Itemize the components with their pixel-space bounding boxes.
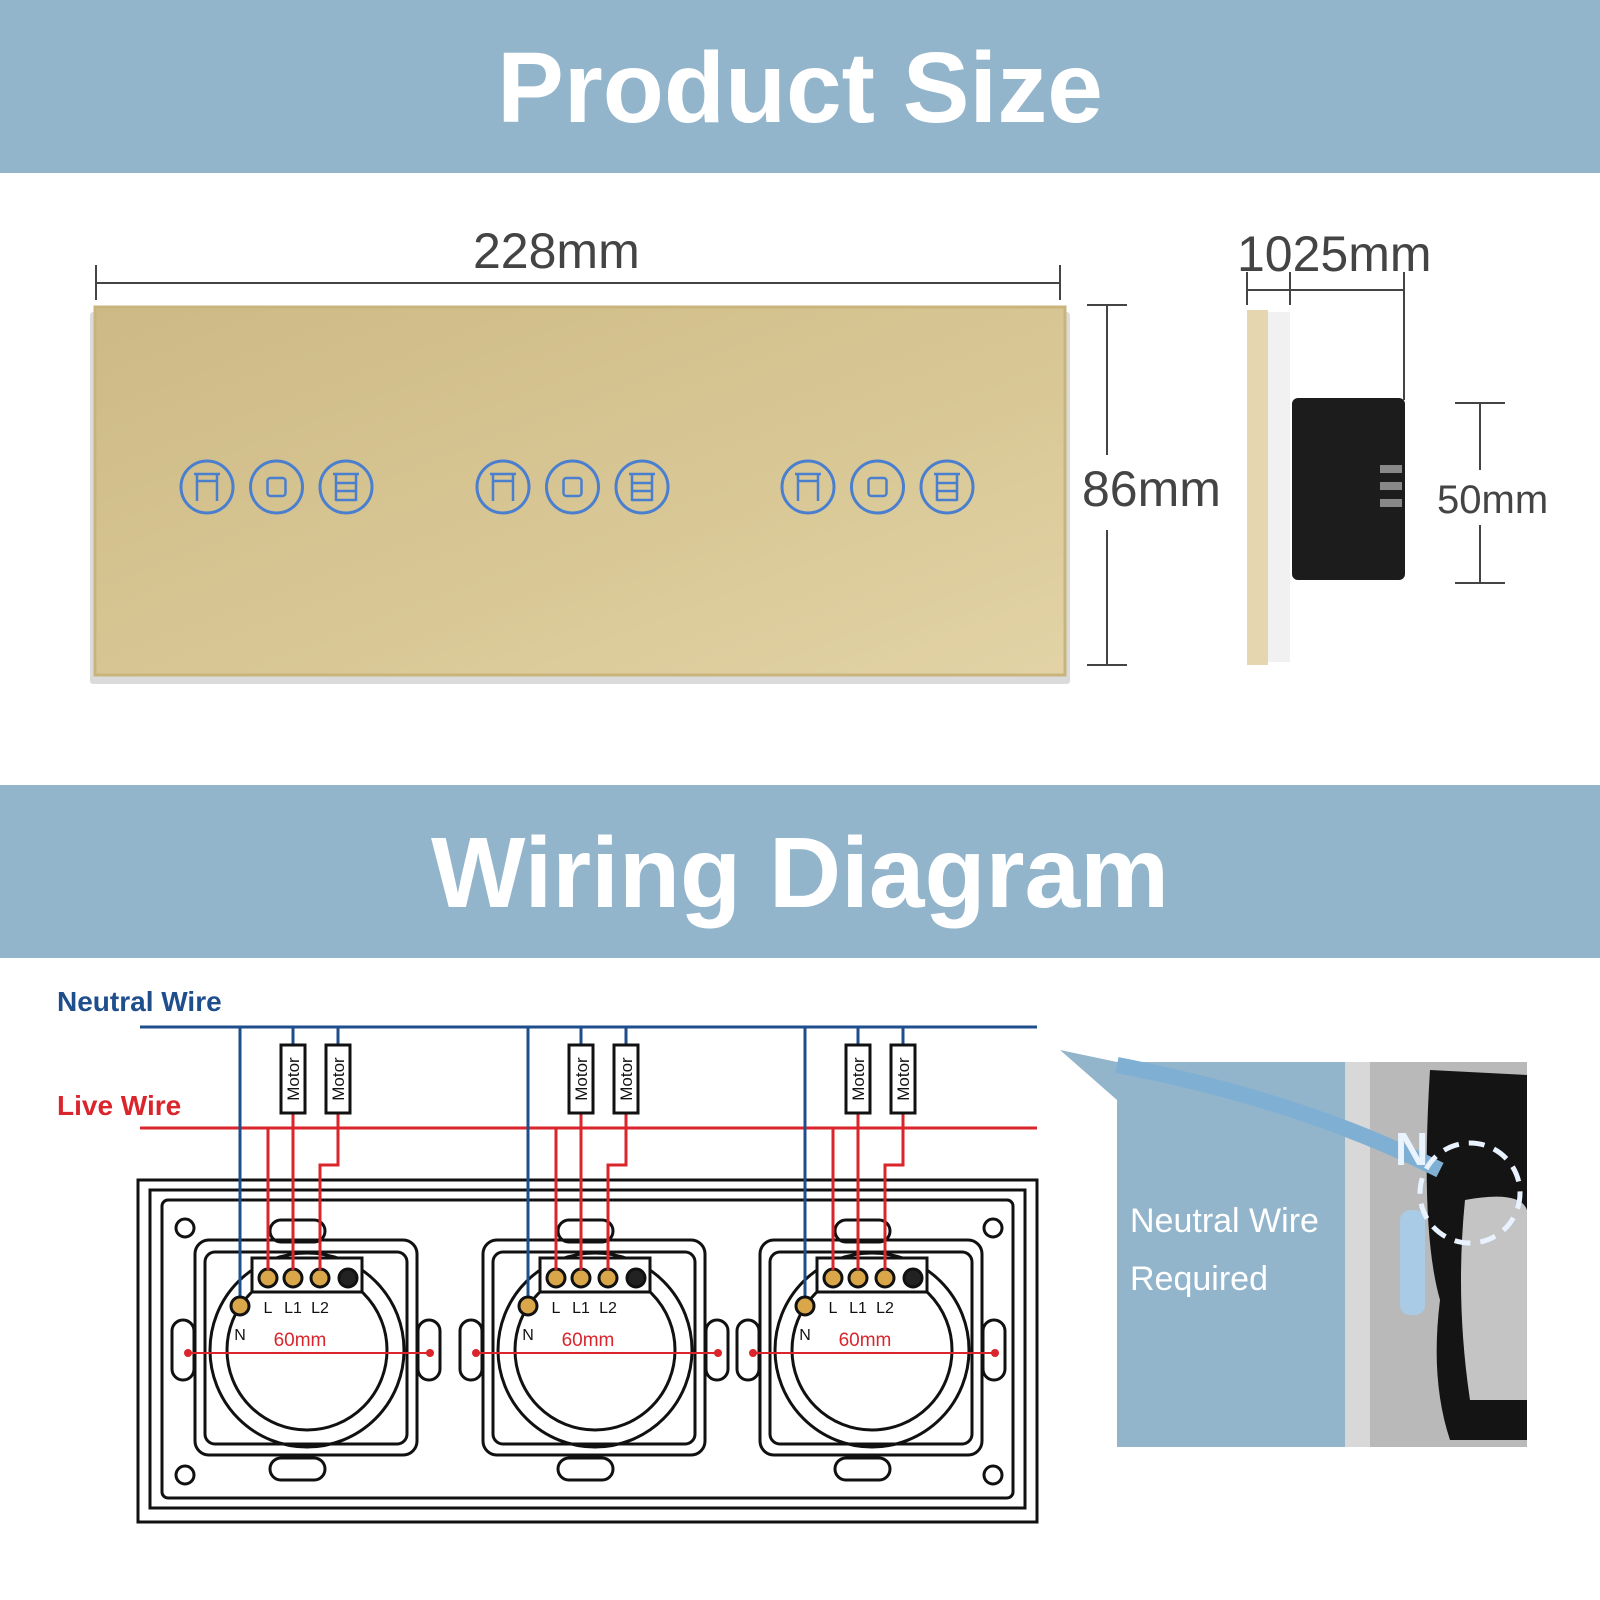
pause-icon — [867, 476, 888, 498]
terminal-l — [822, 1267, 844, 1289]
motor-label: Motor — [284, 1057, 303, 1101]
terminal-label: N — [234, 1327, 246, 1344]
terminal-screw — [902, 1267, 924, 1289]
terminal-l2 — [597, 1267, 619, 1289]
terminal-l1 — [282, 1267, 304, 1289]
terminal-n — [229, 1295, 251, 1317]
mounting-hole — [174, 1217, 196, 1239]
pause-icon — [562, 476, 583, 498]
wiring-diagram-title: Wiring Diagram — [430, 817, 1170, 929]
terminal-label: L2 — [311, 1300, 329, 1317]
motor-label: Motor — [617, 1057, 636, 1101]
triple-frame — [136, 1178, 1039, 1524]
curtain-close-icon — [934, 472, 960, 502]
terminal-label: L — [264, 1300, 273, 1317]
motor-label: Motor — [849, 1057, 868, 1101]
touch-button-pause[interactable] — [545, 459, 600, 515]
touch-button-curtain-close[interactable] — [919, 459, 975, 515]
touch-button-pause[interactable] — [249, 459, 304, 515]
motor-box: Motor — [567, 1043, 595, 1115]
motor-box: Motor — [889, 1043, 917, 1115]
curtain-close-icon — [629, 472, 655, 502]
motor-box: Motor — [324, 1043, 352, 1115]
terminal-label: L — [829, 1300, 838, 1317]
width-label: 228mm — [473, 223, 640, 279]
mounting-hole — [174, 1464, 196, 1486]
box-height-label: 50mm — [1437, 478, 1549, 522]
box-height-dimension-line — [1455, 402, 1505, 584]
curtain-open-icon — [795, 472, 821, 501]
wiring-diagram-header: Wiring Diagram — [0, 785, 1600, 958]
mounting-hole — [982, 1464, 1004, 1486]
terminal-label: L1 — [284, 1300, 302, 1317]
curtain-close-icon — [333, 472, 359, 502]
motor-box: Motor — [279, 1043, 307, 1115]
terminal-l2 — [309, 1267, 331, 1289]
motor-wire-l2 — [883, 1027, 905, 1270]
terminal-label: L2 — [876, 1300, 894, 1317]
side-frame — [1268, 312, 1290, 662]
terminal-n — [794, 1295, 816, 1317]
spacing-label: 60mm — [274, 1330, 327, 1351]
neutral-wire-photo — [1060, 1050, 1527, 1447]
touch-button-curtain-close[interactable] — [614, 459, 670, 515]
terminal-l2 — [874, 1267, 896, 1289]
touch-button-curtain-open[interactable] — [780, 459, 836, 515]
touch-button-curtain-open[interactable] — [475, 459, 531, 515]
touch-button-curtain-open[interactable] — [179, 459, 235, 515]
photo-n-marker: N — [1395, 1123, 1429, 1175]
depth-dimension-line — [1246, 272, 1405, 400]
motor-label: Motor — [572, 1057, 591, 1101]
live-wire-label: Live Wire — [57, 1090, 182, 1121]
motor-label: Motor — [894, 1057, 913, 1101]
touch-button-curtain-close[interactable] — [318, 459, 374, 515]
neutral-wire-label: Neutral Wire — [57, 986, 222, 1017]
touch-button-pause[interactable] — [850, 459, 905, 515]
side-glass — [1247, 310, 1268, 665]
terminal-label: L — [552, 1300, 561, 1317]
terminal-label: L2 — [599, 1300, 617, 1317]
width-dimension-line — [95, 265, 1061, 300]
curtain-open-icon — [490, 472, 516, 501]
motor-box: Motor — [612, 1043, 640, 1115]
terminal-label: N — [522, 1327, 534, 1344]
motor-box: Motor — [844, 1043, 872, 1115]
switch-box-side — [1292, 398, 1405, 580]
terminal-l1 — [570, 1267, 592, 1289]
terminal-l1 — [847, 1267, 869, 1289]
height-dimension-line — [1087, 304, 1127, 666]
product-size-title: Product Size — [497, 32, 1103, 144]
terminal-n — [517, 1295, 539, 1317]
terminal-label: L1 — [572, 1300, 590, 1317]
curtain-open-icon — [194, 472, 220, 501]
pause-icon — [266, 476, 287, 498]
photo-caption-line1: Neutral Wire — [1130, 1202, 1319, 1240]
depth-label: 1025mm — [1237, 226, 1432, 282]
terminal-l — [545, 1267, 567, 1289]
motor-wire-l2 — [318, 1027, 340, 1270]
terminal-label: L1 — [849, 1300, 867, 1317]
mounting-hole — [982, 1217, 1004, 1239]
photo-caption-line2: Required — [1130, 1260, 1268, 1298]
spacing-label: 60mm — [562, 1330, 615, 1351]
terminal-l — [257, 1267, 279, 1289]
spacing-label: 60mm — [839, 1330, 892, 1351]
motor-label: Motor — [329, 1057, 348, 1101]
terminal-screw — [337, 1267, 359, 1289]
product-size-header: Product Size — [0, 0, 1600, 173]
motor-wire-l2 — [606, 1027, 628, 1270]
terminal-screw — [625, 1267, 647, 1289]
glass-panel — [93, 305, 1067, 677]
terminal-label: N — [799, 1327, 811, 1344]
height-label: 86mm — [1082, 461, 1221, 517]
product-size-drawing — [90, 265, 1505, 684]
